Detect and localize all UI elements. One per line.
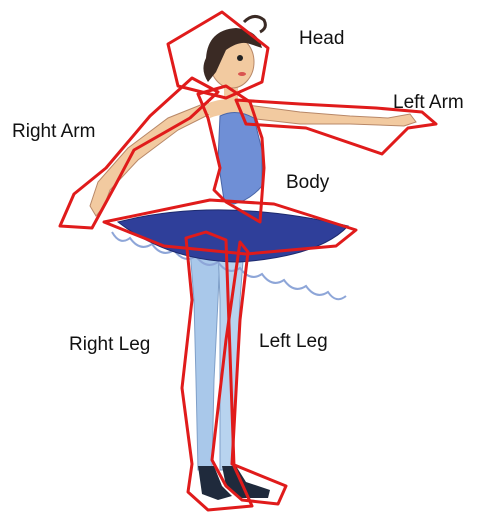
left-arm-shape bbox=[240, 104, 416, 126]
body-label: Body bbox=[286, 172, 329, 194]
head-label: Head bbox=[299, 28, 344, 50]
right-arm-label: Right Arm bbox=[12, 121, 95, 143]
right-leg-label: Right Leg bbox=[69, 334, 150, 356]
left-arm-label: Left Arm bbox=[393, 92, 464, 114]
left-leg-label: Left Leg bbox=[259, 331, 328, 353]
segment-outlines bbox=[60, 12, 436, 510]
hair-bun bbox=[244, 16, 265, 32]
bodice-shape bbox=[218, 112, 262, 204]
mouth-shape bbox=[238, 72, 246, 76]
ballerina-character bbox=[90, 16, 416, 500]
eye-shape bbox=[237, 55, 243, 61]
